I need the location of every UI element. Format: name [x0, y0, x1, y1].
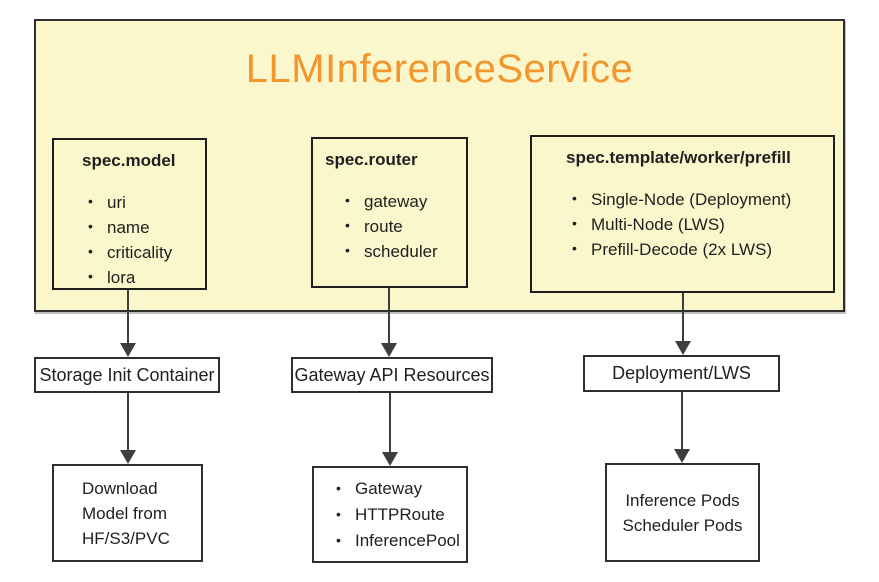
arrowhead-icon	[120, 343, 136, 357]
list-item: Gateway	[336, 475, 466, 502]
spec-template-worker-prefill-list: Single-Node (Deployment) Multi-Node (LWS…	[532, 186, 833, 262]
diagram-title: LLMInferenceService	[245, 47, 634, 91]
gateway-api-resources-node: Gateway API Resources	[291, 357, 493, 393]
arrowhead-icon	[382, 452, 398, 466]
list-item: HTTPRoute	[336, 501, 466, 528]
gateway-resources-list-node: Gateway HTTPRoute InferencePool	[312, 466, 468, 563]
arrowhead-icon	[120, 450, 136, 464]
llm-inference-service-container: LLMInferenceService spec.model uri name …	[34, 19, 845, 312]
pods-line: Scheduler Pods	[622, 515, 743, 535]
download-model-line: HF/S3/PVC	[82, 528, 170, 548]
spec-router-box: spec.router gateway route scheduler	[311, 137, 468, 288]
list-item: scheduler	[345, 238, 466, 264]
spec-template-worker-prefill-title: spec.template/worker/prefill	[566, 148, 791, 167]
spec-template-worker-prefill-box: spec.template/worker/prefill Single-Node…	[530, 135, 835, 293]
arrowhead-icon	[675, 341, 691, 355]
list-item: name	[88, 214, 205, 240]
list-item: criticality	[88, 239, 205, 265]
list-item: InferencePool	[336, 527, 466, 554]
spec-router-list: gateway route scheduler	[313, 188, 466, 264]
pods-node: Inference Pods Scheduler Pods	[605, 463, 760, 562]
list-item: lora	[88, 264, 205, 290]
list-item: Single-Node (Deployment)	[572, 186, 833, 212]
download-model-line: Download	[82, 478, 158, 498]
list-item: uri	[88, 189, 205, 215]
arrowhead-icon	[381, 343, 397, 357]
gateway-resources-list: Gateway HTTPRoute InferencePool	[314, 475, 466, 554]
download-model-node: Download Model from HF/S3/PVC	[52, 464, 203, 562]
list-item: route	[345, 213, 466, 239]
spec-model-box: spec.model uri name criticality lora	[52, 138, 207, 290]
deployment-lws-node: Deployment/LWS	[583, 355, 780, 392]
storage-init-container-node: Storage Init Container	[34, 357, 220, 393]
download-model-line: Model from	[82, 503, 168, 523]
list-item: Multi-Node (LWS)	[572, 211, 833, 237]
arrowhead-icon	[674, 449, 690, 463]
list-item: gateway	[345, 188, 466, 214]
pods-line: Inference Pods	[625, 490, 740, 510]
spec-router-title: spec.router	[325, 150, 418, 169]
list-item: Prefill-Decode (2x LWS)	[572, 236, 833, 262]
spec-model-title: spec.model	[82, 151, 176, 170]
spec-model-list: uri name criticality lora	[54, 189, 205, 290]
